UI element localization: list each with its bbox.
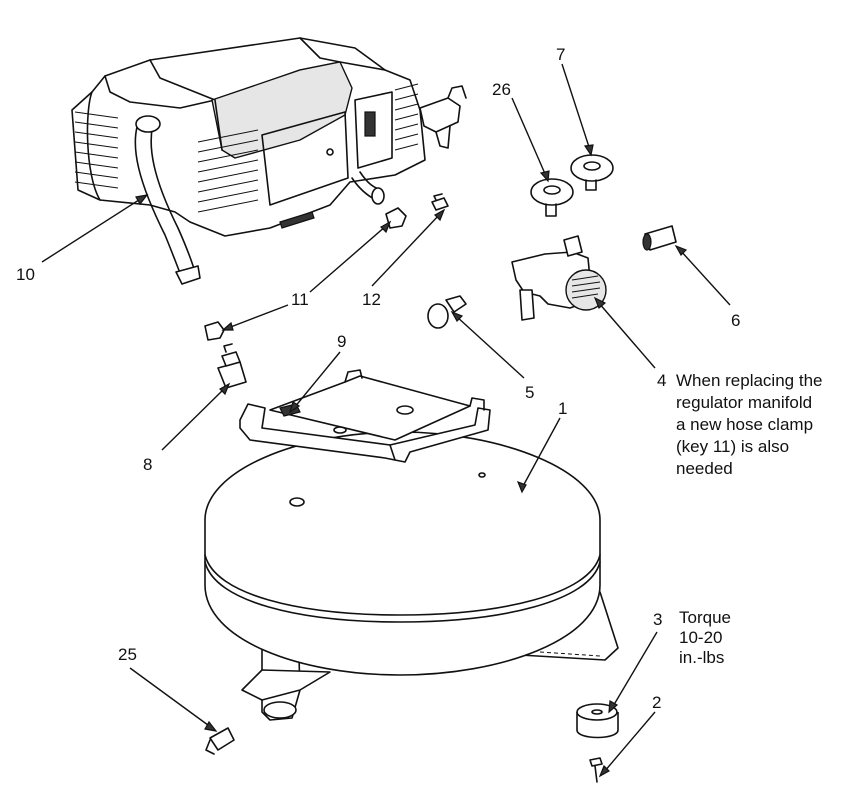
gauge-icon [570, 154, 614, 191]
callout-6: 6 [731, 311, 740, 330]
torque-note: Torque 10-20 in.-lbs [679, 608, 731, 667]
leader-lines [41, 63, 731, 778]
torque-note-line: 10-20 [679, 628, 722, 647]
callout-11: 11 [291, 290, 309, 309]
check-valve-icon [217, 343, 247, 389]
pump-motor-icon [71, 37, 467, 285]
callout-8: 8 [143, 455, 152, 474]
fitting-icon [642, 225, 677, 251]
screw-icon [589, 757, 603, 783]
callout-7: 7 [556, 45, 565, 64]
callout-4: 4 [657, 371, 666, 390]
callout-2: 2 [652, 693, 661, 712]
safety-valve-icon [431, 193, 449, 211]
air-tank-icon [204, 431, 619, 721]
regulator-note-line: When replacing the [676, 371, 822, 390]
callout-labels: 1 2 3 4 5 6 7 8 9 10 11 12 25 26 [16, 45, 740, 712]
drain-valve-icon [205, 727, 235, 755]
callout-25: 25 [118, 645, 137, 664]
callout-5: 5 [525, 383, 534, 402]
callout-9: 9 [337, 332, 346, 351]
callout-26: 26 [492, 80, 511, 99]
regulator-manifold-icon [511, 235, 607, 321]
hose-clamp-icon [204, 207, 407, 341]
callout-1: 1 [558, 399, 567, 418]
regulator-note-line: needed [676, 459, 733, 478]
regulator-note-line: (key 11) is also [676, 437, 789, 456]
callout-12: 12 [362, 290, 381, 309]
quick-coupler-icon [427, 295, 467, 329]
callout-10: 10 [16, 265, 35, 284]
gauge-icon [530, 178, 574, 217]
callout-3: 3 [653, 610, 662, 629]
rubber-foot-icon [576, 703, 619, 739]
torque-note-line: in.-lbs [679, 648, 724, 667]
regulator-note: When replacing the regulator manifold a … [676, 371, 822, 478]
regulator-note-line: a new hose clamp [676, 415, 813, 434]
regulator-note-line: regulator manifold [676, 393, 812, 412]
torque-note-line: Torque [679, 608, 731, 627]
